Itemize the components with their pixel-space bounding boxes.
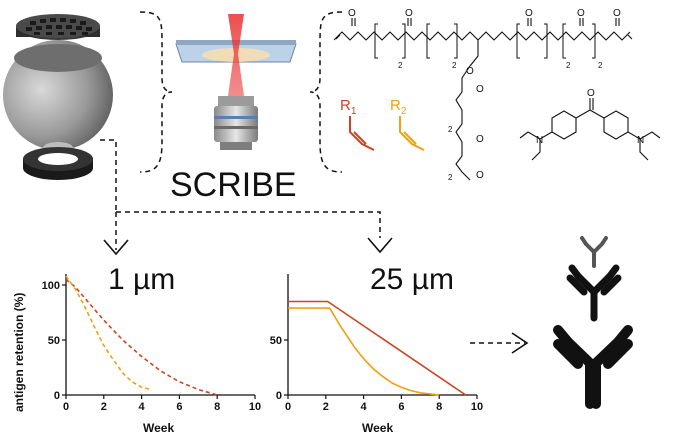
- x-tick-label: 0: [63, 401, 69, 413]
- y-tick-label: 50: [270, 335, 282, 347]
- objective-band-2: [214, 126, 258, 129]
- objective-body: [214, 106, 258, 142]
- series-line-1: [65, 278, 218, 396]
- chem-O-6: O: [466, 66, 474, 77]
- chem-structures: O O O O O O O O O 2 2 2 2 2 2 R1 R2 O N …: [333, 8, 661, 182]
- polymer-backbone: [333, 31, 631, 41]
- benzene-ring-left: [551, 110, 577, 140]
- x-tick-label: 2: [101, 401, 107, 413]
- x-tick-label: 6: [398, 401, 404, 413]
- connector-device: [100, 139, 117, 212]
- lid-holes: [26, 18, 92, 35]
- x-tick-label: 0: [285, 401, 291, 413]
- flow-connectors: [100, 139, 525, 344]
- arrowhead-right: [367, 237, 393, 254]
- printed-sphere-device: [3, 14, 113, 180]
- polymer-branch: [455, 40, 479, 181]
- x-tick-label: 10: [249, 401, 261, 413]
- repeat-n-6: 2: [448, 173, 453, 182]
- chart-25um-xlabel: Week: [362, 421, 393, 435]
- r2-vinyl: [399, 116, 425, 151]
- r1-vinyl: [349, 116, 375, 151]
- antibody-medium-icon: [566, 264, 622, 322]
- ketone-O: O: [587, 88, 595, 99]
- amine-N-right: N: [637, 135, 644, 146]
- series-line-2: [288, 307, 440, 396]
- connector-branch: [116, 211, 381, 238]
- ketone-bridge: [575, 98, 605, 119]
- x-tick-label: 8: [214, 401, 220, 413]
- amine-right: [627, 131, 661, 161]
- polymer-brackets: [374, 23, 596, 59]
- sphere-opening: [14, 44, 102, 72]
- y-tick-label: 0: [54, 390, 60, 402]
- chem-O-9: O: [476, 170, 484, 181]
- antibody-large-icon: [553, 325, 633, 409]
- antibody-small-icon: [580, 236, 608, 268]
- photoinitiator-structure: [519, 98, 661, 161]
- x-tick-label: 6: [176, 401, 182, 413]
- series-line-1: [288, 300, 467, 396]
- chem-O-8: O: [476, 134, 484, 145]
- series-line-2: [65, 275, 152, 391]
- x-tick-label: 8: [436, 401, 442, 413]
- arrowhead-left: [103, 239, 129, 256]
- polymer-double-bonds: [335, 18, 633, 40]
- x-tick-label: 4: [139, 401, 146, 413]
- laser-beam: [228, 14, 244, 96]
- r1-label: R1: [340, 97, 357, 117]
- arrowhead-antibody: [511, 332, 529, 354]
- amine-N-left: N: [536, 135, 543, 146]
- repeat-n-1: 2: [398, 61, 403, 70]
- objective-band-1: [214, 116, 258, 119]
- repeat-n-3: 2: [566, 61, 571, 70]
- chart-25um: 25 µm Week 0 2 4 6 8 10 0 50: [270, 263, 483, 435]
- chem-O-1: O: [348, 8, 356, 19]
- right-brace: [309, 11, 343, 173]
- chem-O-3: O: [525, 8, 533, 19]
- base-ring-hole: [38, 153, 78, 165]
- x-tick-label: 2: [323, 401, 329, 413]
- chem-O-4: O: [577, 8, 585, 19]
- scribe-label: SCRIBE: [170, 166, 297, 204]
- left-brace: [139, 11, 173, 173]
- repeat-n-5: 2: [448, 125, 453, 134]
- chart-1um-title: 1 µm: [108, 263, 175, 296]
- y-tick-label: 0: [276, 390, 282, 402]
- y-tick-label: 100: [42, 280, 60, 292]
- curly-braces: [139, 11, 343, 173]
- x-tick-label: 10: [471, 401, 483, 413]
- chem-O-2: O: [405, 8, 413, 19]
- chart-1um-ylabel: antigen retention (%): [12, 293, 26, 412]
- antibody-icons: [553, 236, 633, 409]
- x-tick-label: 4: [361, 401, 368, 413]
- chem-O-5: O: [613, 8, 621, 19]
- chart-25um-title: 25 µm: [370, 263, 454, 296]
- chem-O-7: O: [476, 84, 484, 95]
- y-tick-label: 50: [48, 335, 60, 347]
- amine-left: [519, 131, 553, 161]
- repeat-n-2: 2: [452, 61, 457, 70]
- objective-base: [220, 142, 252, 150]
- r2-label: R2: [390, 97, 407, 117]
- scribe-printer-schematic: SCRIBE: [170, 14, 297, 204]
- flow-arrowheads: [103, 237, 529, 354]
- repeat-n-4: 2: [598, 61, 603, 70]
- objective-collar: [218, 96, 254, 106]
- chart-1um-xlabel: Week: [143, 421, 174, 435]
- benzene-ring-right: [603, 110, 629, 140]
